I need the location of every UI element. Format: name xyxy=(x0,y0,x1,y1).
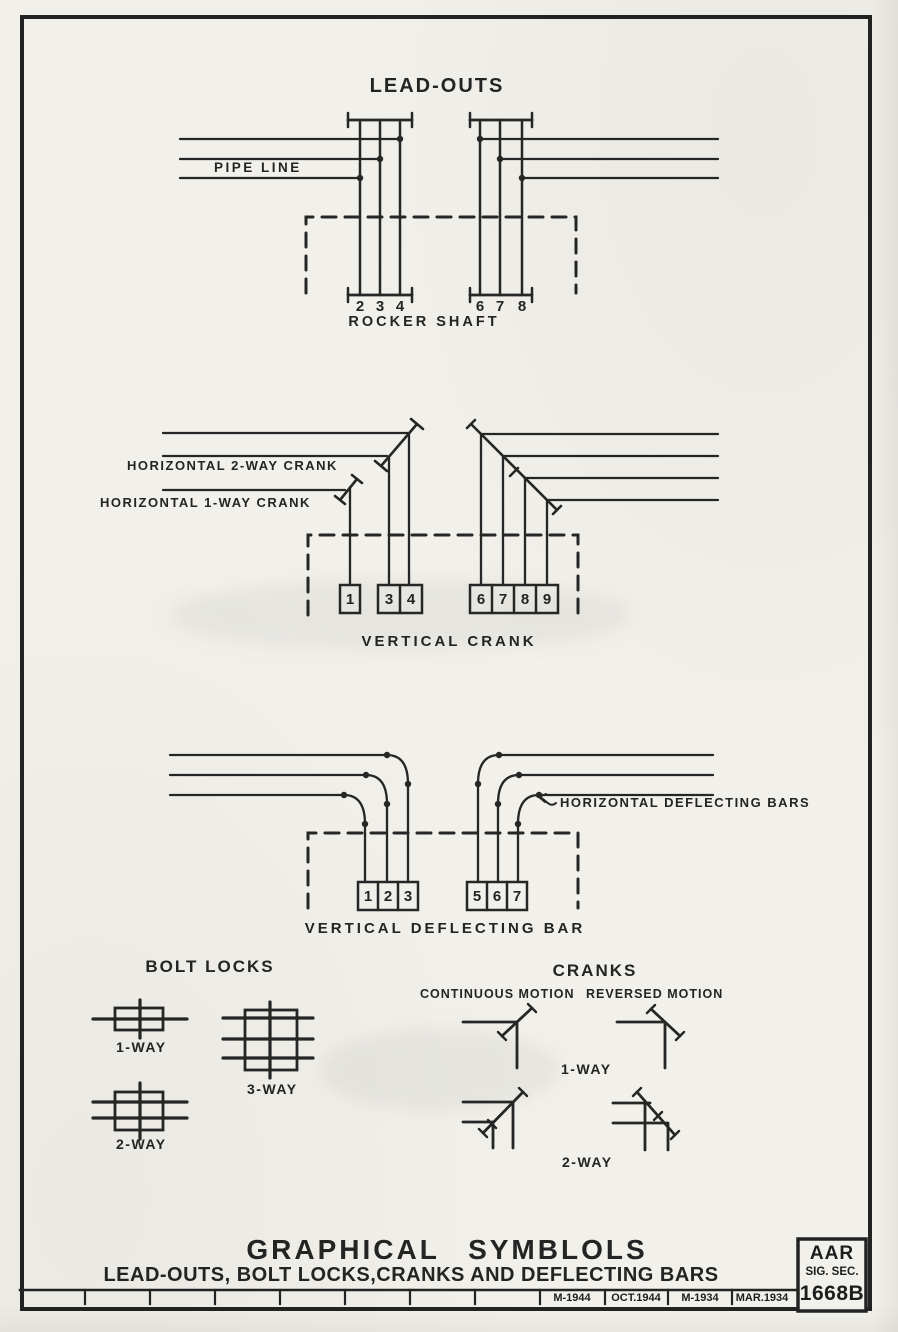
pipe-number: 2 xyxy=(355,298,365,315)
horizontal-2way-crank-label: HORIZONTAL 2-WAY CRANK xyxy=(127,458,338,473)
crank-2way-label: 2-WAY xyxy=(562,1154,613,1170)
revision-date: OCT.1944 xyxy=(611,1292,661,1304)
crank-box-number: 7 xyxy=(498,591,508,608)
deflecting-box-number: 5 xyxy=(472,888,482,905)
bolt-lock-2way-label: 2-WAY xyxy=(116,1136,167,1152)
reversed-motion-label: REVERSED MOTION xyxy=(586,987,724,1001)
deflecting-number-boxes xyxy=(356,880,529,912)
sheet-border xyxy=(20,15,872,1311)
dashed-pit-outline xyxy=(304,215,578,295)
cranks-diagram xyxy=(461,1002,686,1152)
horizontal-1way-crank-label: HORIZONTAL 1-WAY CRANK xyxy=(100,495,311,510)
pipe-number: 7 xyxy=(495,298,505,315)
bolt-lock-3way-symbol xyxy=(221,1000,315,1080)
pipe-number: 4 xyxy=(395,298,405,315)
bolt-lock-1way-symbol xyxy=(91,998,189,1040)
pipe-number: 3 xyxy=(375,298,385,315)
lead-outs-diagram xyxy=(178,111,720,304)
bolt-locks-diagram xyxy=(91,998,315,1141)
deflecting-bars-diagram xyxy=(168,751,715,912)
deflecting-box-number: 3 xyxy=(403,888,413,905)
bolt-locks-title: BOLT LOCKS xyxy=(145,957,275,976)
revision-date: M-1934 xyxy=(681,1292,719,1304)
crank-box-number: 3 xyxy=(384,591,394,608)
stamp-box xyxy=(796,1237,868,1313)
crank-1way-continuous-symbol xyxy=(461,1002,538,1070)
rocker-shaft-label: ROCKER SHAFT xyxy=(348,314,500,330)
crank-2way-reversed-symbol xyxy=(611,1086,681,1152)
vertical-crank-caption: VERTICAL CRANK xyxy=(361,633,537,650)
crank-box-number: 1 xyxy=(345,591,355,608)
one-way-crank-symbol xyxy=(333,473,364,506)
leader-arrow-icon xyxy=(538,793,557,806)
deflecting-box-number: 7 xyxy=(512,888,522,905)
pipe-number: 8 xyxy=(517,298,527,315)
deflecting-box-number: 6 xyxy=(492,888,502,905)
lead-outs-title: LEAD-OUTS xyxy=(369,75,505,97)
pipe-number: 6 xyxy=(475,298,485,315)
dashed-pit-outline xyxy=(306,831,580,910)
crank-box-number: 4 xyxy=(406,591,416,608)
crank-number-boxes xyxy=(338,583,560,615)
crank-box-number: 8 xyxy=(520,591,530,608)
continuous-motion-label: CONTINUOUS MOTION xyxy=(420,987,575,1001)
deflecting-bar-dots xyxy=(340,751,543,828)
cranks-title: CRANKS xyxy=(552,961,638,980)
pipe-line-label: PIPE LINE xyxy=(214,160,302,175)
stamp-number: 1668B xyxy=(799,1282,865,1305)
sheet-subtitle: LEAD-OUTS, BOLT LOCKS,CRANKS AND DEFLECT… xyxy=(103,1264,719,1286)
bolt-lock-3way-label: 3-WAY xyxy=(247,1081,298,1097)
crank-box-number: 6 xyxy=(476,591,486,608)
four-way-crank-symbol xyxy=(465,418,563,516)
crank-1way-label: 1-WAY xyxy=(561,1061,612,1077)
horizontal-deflecting-bars-label: HORIZONTAL DEFLECTING BARS xyxy=(560,795,811,810)
stamp-dept: SIG. SEC. xyxy=(805,1266,859,1278)
revision-date: M-1944 xyxy=(553,1292,591,1304)
dashed-pit-outline xyxy=(306,533,580,617)
two-way-crank-symbol xyxy=(373,417,425,473)
deflecting-box-number: 2 xyxy=(383,888,393,905)
crank-1way-reversed-symbol xyxy=(615,1003,686,1070)
stamp-org: AAR xyxy=(809,1243,855,1264)
bolt-lock-1way-label: 1-WAY xyxy=(116,1039,167,1055)
crank-2way-continuous-symbol xyxy=(461,1086,529,1150)
pipe-connection-dots xyxy=(356,135,526,182)
deflecting-box-number: 1 xyxy=(363,888,373,905)
sheet-title: GRAPHICAL SYMBLOLS xyxy=(246,1234,648,1265)
revision-strip xyxy=(18,1288,800,1306)
revision-date: MAR.1934 xyxy=(735,1292,789,1304)
bolt-lock-2way-symbol xyxy=(91,1081,189,1141)
vertical-crank-diagram xyxy=(161,417,720,617)
vertical-deflecting-bar-caption: VERTICAL DEFLECTING BAR xyxy=(304,920,586,937)
crank-box-number: 9 xyxy=(542,591,552,608)
